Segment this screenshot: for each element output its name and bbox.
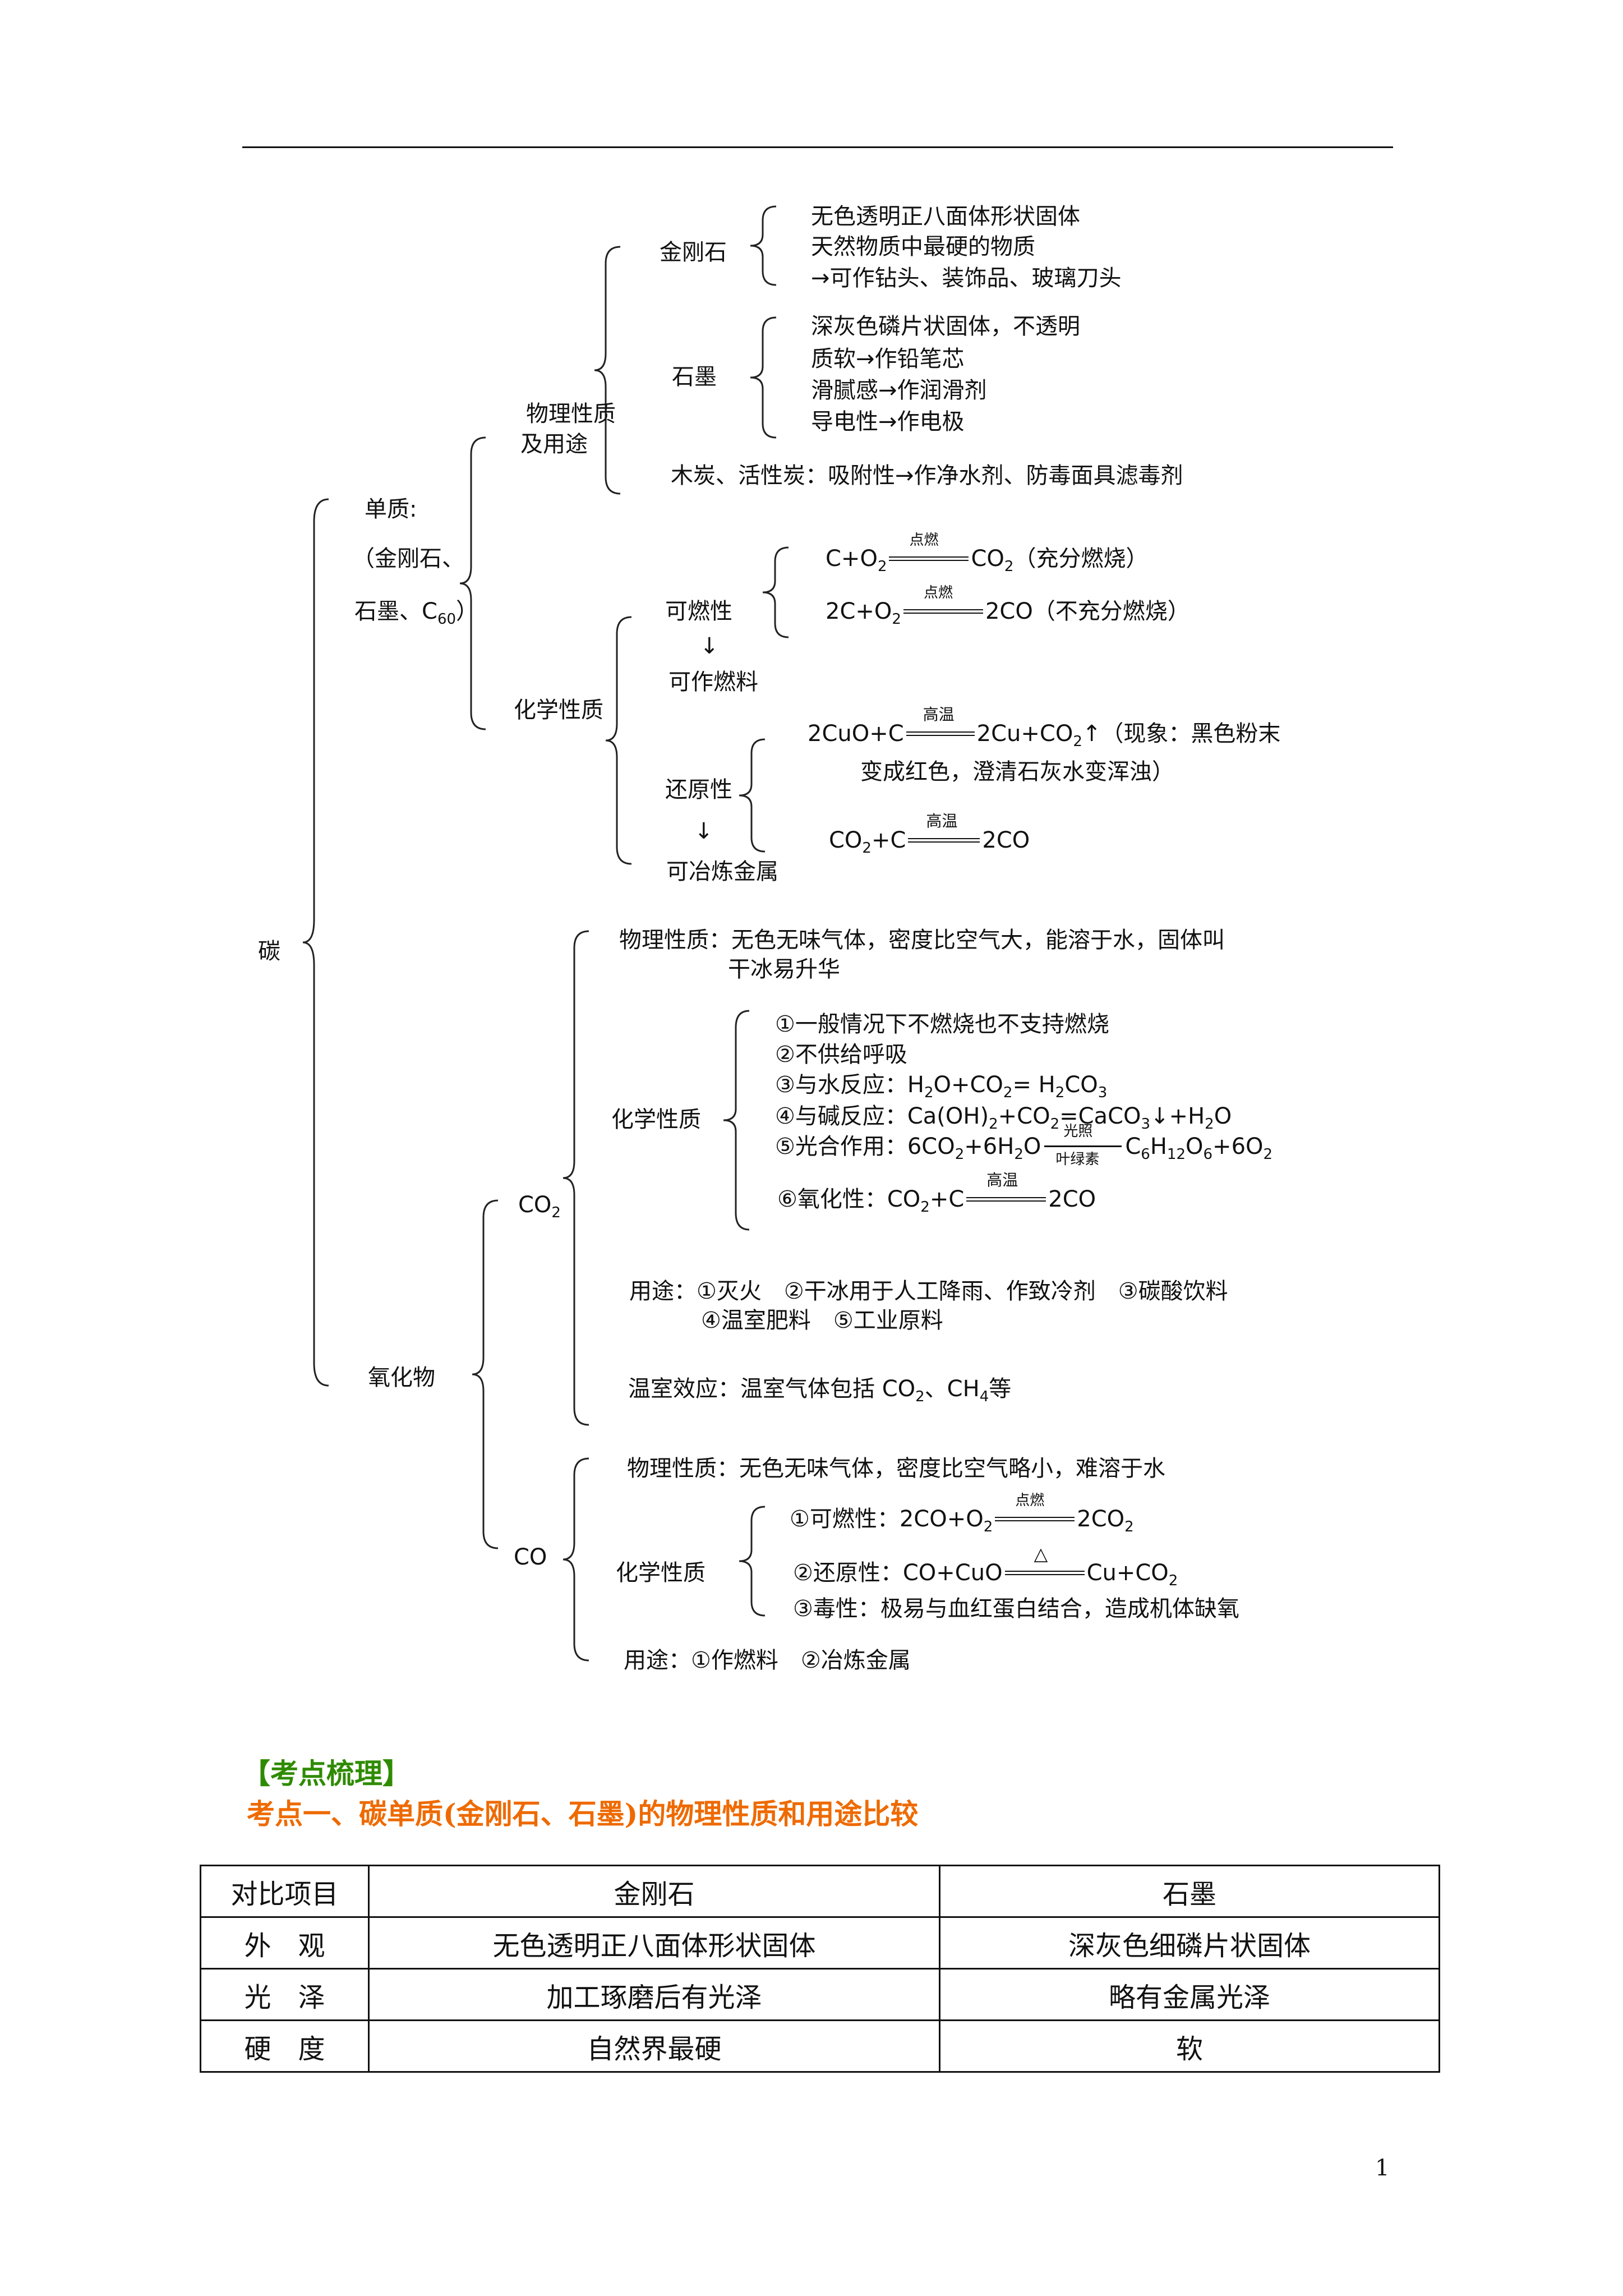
header-rule [242,146,1393,148]
charcoal-line: 木炭、活性炭：吸附性→作净水剂、防毒面具滤毒剂 [671,463,1183,489]
section-title: 【考点梳理】 [242,1757,411,1790]
brace-co2-chem [723,1010,751,1231]
page-number: 1 [1375,2155,1390,2181]
diamond-item: →可作钻头、装饰品、玻璃刀头 [811,265,1122,291]
graphite-item: 导电性→作电极 [811,409,965,435]
flammable-use: 可作燃料 [668,669,758,695]
table-cell: 石墨 [939,1865,1440,1918]
co-chem-label: 化学性质 [616,1560,706,1586]
oxide-label: 氧化物 [368,1365,435,1391]
brace-graphite [750,316,778,439]
danzhi-label: 单质: [365,496,417,522]
co2-use: 用途：①灭火 ②干冰用于人工降雨、作致冷剂 ③碳酸饮料 [629,1278,1228,1304]
section-subtitle: 考点一、碳单质(金刚石、石墨)的物理性质和用途比较 [247,1797,919,1830]
equation-cuo-reduction-note: 变成红色，澄清石灰水变浑浊） [860,759,1174,785]
diamond-item: 无色透明正八面体形状固体 [811,204,1080,229]
brace-physical [594,246,623,495]
table-cell: 外 观 [200,1916,370,1970]
brace-reducing [739,738,767,853]
brace-root [302,498,331,1387]
brace-co-chem [739,1506,767,1617]
table-header-row: 对比项目 金刚石 石墨 [200,1865,1440,1918]
brace-danzhi [459,436,488,730]
table-cell: 略有金属光泽 [939,1968,1440,2021]
graphite-item: 滑腻感→作润滑剂 [811,378,987,403]
table-cell: 对比项目 [200,1865,370,1918]
co2-use-2: ④温室肥料 ⑤工业原料 [701,1308,943,1333]
table-cell: 硬 度 [200,2019,370,2073]
physical-label: 物理性质 [526,401,616,427]
co2-greenhouse: 温室效应：温室气体包括 CO2、CH4等 [628,1376,1012,1405]
table-cell: 无色透明正八面体形状固体 [368,1916,940,1970]
co-physical: 物理性质：无色无味气体，密度比空气略小，难溶于水 [627,1456,1165,1481]
co-chem-item: ②还原性：CO+CuO△Cu+CO2 [793,1543,1178,1589]
co-label: CO [514,1544,547,1570]
brace-oxide [472,1199,500,1549]
graphite-label: 石墨 [672,364,717,390]
table-row: 外 观 无色透明正八面体形状固体 深灰色细磷片状固体 [200,1916,1440,1970]
flammable-arrow: ↓ [700,633,719,659]
graphite-item: 质软→作铅笔芯 [811,346,965,372]
graphite-item: 深灰色磷片状固体，不透明 [811,314,1080,339]
co2-chem-item: ③与水反应：H2O+CO2= H2CO3 [775,1072,1108,1101]
diamond-label: 金刚石 [660,240,727,265]
brace-co [562,1457,591,1662]
danzhi-line2: （金刚石、 [352,546,464,572]
table-row: 硬 度 自然界最硬 软 [200,2019,1440,2073]
co2-label: CO2 [518,1192,561,1221]
co2-physical-2: 干冰易升华 [728,956,840,982]
table-row: 光 泽 加工琢磨后有光泽 略有金属光泽 [200,1968,1440,2021]
flammable-label: 可燃性 [665,599,732,624]
danzhi-line3: 石墨、C60） [354,599,479,628]
co2-chem-label: 化学性质 [611,1107,701,1133]
brace-diamond [750,205,778,286]
co2-physical: 物理性质：无色无味气体，密度比空气大，能溶于水，固体叫 [619,927,1225,953]
table-cell: 光 泽 [200,1968,370,2021]
co2-chem-item: ①一般情况下不燃烧也不支持燃烧 [775,1011,1109,1037]
table-cell: 自然界最硬 [368,2019,940,2073]
co-use: 用途：①作燃料 ②冶炼金属 [624,1648,911,1673]
physical-label-2: 及用途 [520,431,588,457]
root-label: 碳 [258,938,280,964]
brace-flammable [762,546,791,638]
table-cell: 加工琢磨后有光泽 [368,1968,940,2021]
reducing-use: 可冶炼金属 [666,859,778,885]
reducing-arrow: ↓ [694,818,713,844]
table-cell: 软 [939,2019,1440,2073]
co2-chem-item: ②不供给呼吸 [775,1042,907,1068]
table-cell: 金刚石 [368,1865,940,1918]
table-cell: 深灰色细磷片状固体 [939,1916,1440,1970]
diamond-item: 天然物质中最硬的物质 [811,234,1035,260]
brace-chemical [605,616,634,865]
comparison-table: 对比项目 金刚石 石墨 外 观 无色透明正八面体形状固体 深灰色细磷片状固体 光… [200,1865,1440,2073]
co2-chem-item: ④与碱反应：Ca(OH)2+CO2=CaCO3↓+H2O [775,1103,1232,1133]
brace-co2 [562,930,591,1426]
co-chem-item: ③毒性：极易与血红蛋白结合，造成机体缺氧 [793,1596,1239,1622]
reducing-label: 还原性 [665,777,732,803]
chemical-label: 化学性质 [514,697,603,723]
